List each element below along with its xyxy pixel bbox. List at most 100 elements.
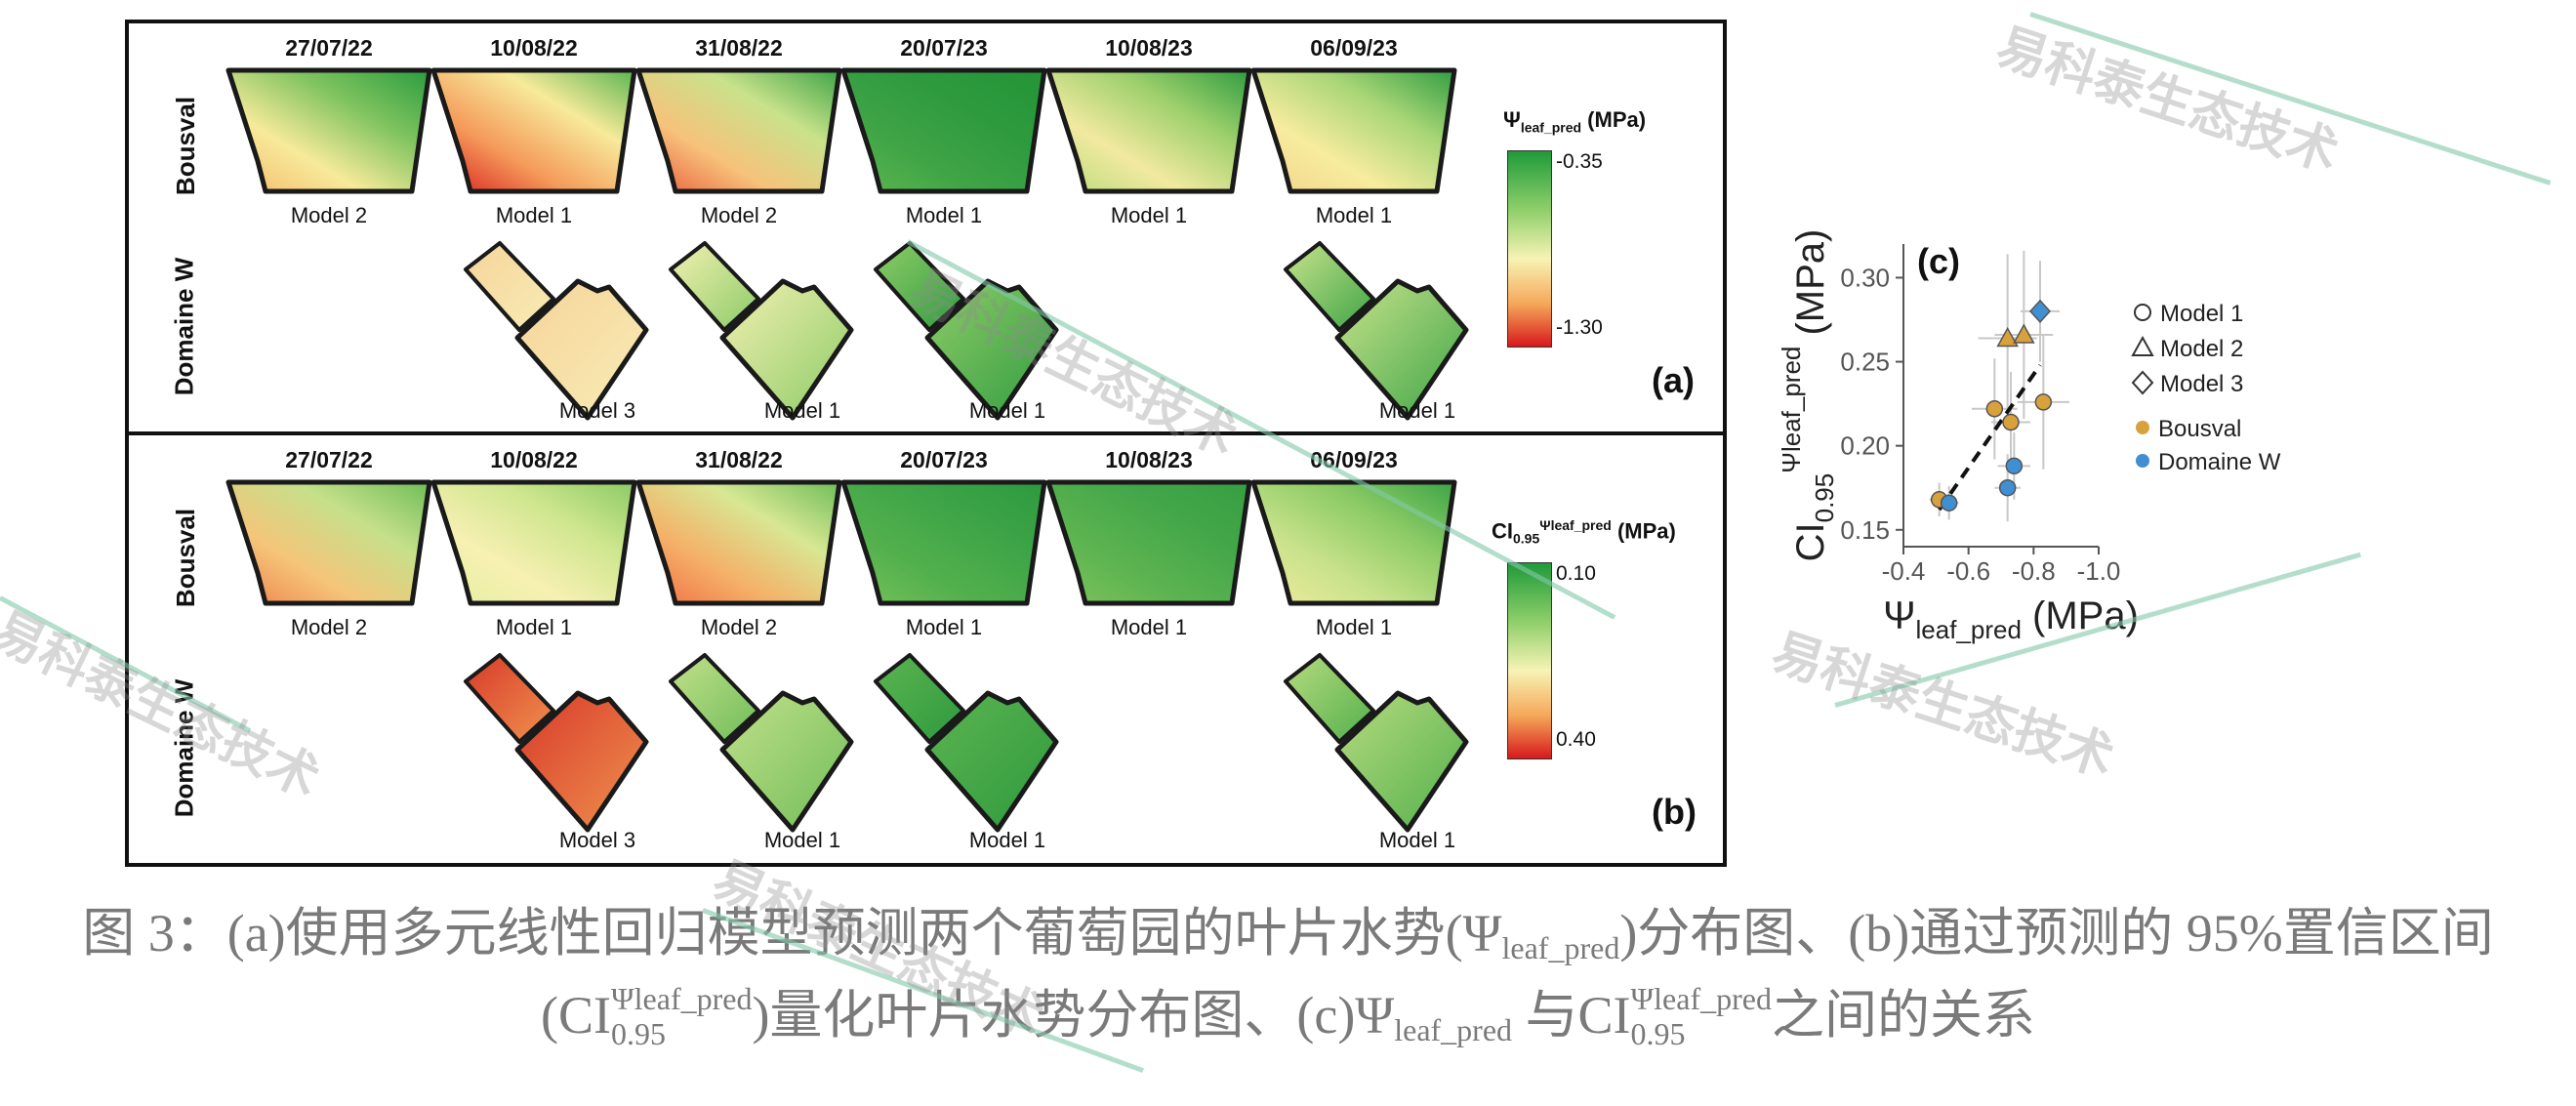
panel-b: Bousval Domaine W (b) CI0.95Ψleaf_pred (… xyxy=(125,431,1727,867)
domaine-w-model-label: Model 1 xyxy=(763,398,841,423)
scatter-chart: -0.4-0.6-0.8-1.00.150.200.250.30(c)Ψleaf… xyxy=(1777,229,2281,644)
y-tick-label: 0.20 xyxy=(1840,431,1890,461)
panel-label-b: (b) xyxy=(1652,792,1697,832)
bousval-field xyxy=(840,67,1047,194)
data-point xyxy=(1998,478,2017,497)
legend-site-marker xyxy=(2136,421,2149,434)
bousval-field xyxy=(1250,479,1457,606)
colorbar-b-top: 0.10 xyxy=(1556,562,1596,585)
x-tick-label: -0.4 xyxy=(1882,556,1926,586)
date-label: 10/08/22 xyxy=(490,447,578,472)
panel-label-c: (c) xyxy=(1917,241,1960,281)
domaine-w-model-label: Model 1 xyxy=(1378,828,1456,852)
domaine-w-map xyxy=(464,241,649,421)
x-tick-label: -0.8 xyxy=(2012,556,2056,586)
caption-line-1: 图 3：(a)使用多元线性回归模型预测两个葡萄园的叶片水势(Ψleaf_pred… xyxy=(82,904,2494,965)
data-point xyxy=(1985,400,2004,418)
domaine-w-map xyxy=(874,241,1059,421)
data-point xyxy=(2002,413,2020,431)
colorbar-a-top: -0.35 xyxy=(1556,150,1603,173)
legend-shape-marker xyxy=(2134,304,2151,321)
date-label: 10/08/23 xyxy=(1105,35,1193,61)
bousval-map xyxy=(1045,67,1252,194)
domaine-w-field-large xyxy=(924,690,1059,833)
bousval-field xyxy=(225,67,432,194)
bousval-model-label: Model 2 xyxy=(290,615,368,639)
date-label: 27/07/22 xyxy=(285,35,373,61)
domaine-w-field-large xyxy=(1334,278,1469,421)
y-tick-label: 0.15 xyxy=(1840,515,1890,545)
domaine-w-model-label: Model 3 xyxy=(558,828,636,852)
domaine-w-model-label: Model 1 xyxy=(968,398,1046,423)
y-tick-label: 0.30 xyxy=(1840,263,1890,292)
bousval-field xyxy=(1045,67,1252,194)
domaine-w-field-small xyxy=(464,653,555,744)
legend-shape-marker xyxy=(2131,370,2154,395)
bousval-model-label: Model 2 xyxy=(700,615,778,639)
site-label-bousval: Bousval xyxy=(171,508,201,608)
domaine-w-field-small xyxy=(1284,241,1375,332)
domaine-w-field-large xyxy=(514,278,649,421)
domaine-w-field-small xyxy=(669,653,760,744)
site-label-bousval: Bousval xyxy=(171,96,201,196)
legend-site-label: Domaine W xyxy=(2158,449,2281,475)
colorbar-title-b: CI0.95Ψleaf_pred (MPa) xyxy=(1492,517,1676,547)
bousval-model-label: Model 1 xyxy=(495,615,573,639)
colorbar-b-bottom: 0.40 xyxy=(1556,728,1596,751)
domaine-w-model-label: Model 3 xyxy=(558,398,636,423)
legend-shape-marker xyxy=(2131,335,2154,356)
legend-shape-label: Model 1 xyxy=(2160,301,2243,327)
bousval-model-label: Model 1 xyxy=(495,203,573,227)
bousval-model-label: Model 2 xyxy=(700,203,778,227)
trend-line xyxy=(1938,363,2042,512)
domaine-w-map xyxy=(669,653,854,833)
domaine-w-model-label: Model 1 xyxy=(763,828,841,852)
date-label: 10/08/23 xyxy=(1105,447,1193,472)
legend-site-label: Bousval xyxy=(2158,416,2241,442)
data-point xyxy=(2005,457,2024,475)
bousval-map xyxy=(840,479,1047,606)
data-point xyxy=(2028,299,2052,324)
bousval-field xyxy=(1045,479,1252,606)
bousval-field xyxy=(840,479,1047,606)
bousval-field xyxy=(225,479,432,606)
bousval-model-label: Model 1 xyxy=(1110,615,1188,639)
x-tick-label: -0.6 xyxy=(1946,556,1990,586)
domaine-w-map xyxy=(1284,241,1469,421)
bousval-map xyxy=(430,67,637,194)
domaine-w-model-label: Model 1 xyxy=(968,828,1046,852)
bousval-field xyxy=(635,67,842,194)
bousval-model-label: Model 1 xyxy=(1110,203,1188,227)
domaine-w-map xyxy=(1284,653,1469,833)
bousval-model-label: Model 2 xyxy=(290,203,368,227)
date-label: 20/07/23 xyxy=(900,35,988,61)
x-tick-label: -1.0 xyxy=(2077,556,2121,586)
domaine-w-map xyxy=(669,241,854,421)
bousval-map xyxy=(430,479,637,606)
bousval-field xyxy=(430,67,637,194)
domaine-w-field-small xyxy=(1284,653,1375,744)
domaine-w-field-small xyxy=(874,241,965,332)
bousval-map xyxy=(635,479,842,606)
data-point xyxy=(2013,323,2035,344)
colorbar-a-bottom: -1.30 xyxy=(1556,316,1603,339)
colorbar-a xyxy=(1507,150,1552,348)
domaine-w-model-label: Model 1 xyxy=(1378,398,1456,423)
watermark-cn: 易科泰生态技术 xyxy=(1988,17,2346,184)
date-label: 06/09/23 xyxy=(1310,447,1398,472)
date-label: 27/07/22 xyxy=(285,447,373,472)
data-point xyxy=(1940,494,1958,512)
legend-shape-label: Model 2 xyxy=(2160,336,2243,362)
figure-caption: 图 3：(a)使用多元线性回归模型预测两个葡萄园的叶片水势(Ψleaf_pred… xyxy=(0,893,2576,1056)
bousval-map xyxy=(225,67,432,194)
data-point xyxy=(2034,393,2053,411)
bousval-model-label: Model 1 xyxy=(905,203,983,227)
panel-a: Bousval Domaine W (a) Ψleaf_pred (MPa) -… xyxy=(125,20,1727,435)
domaine-w-field-large xyxy=(719,690,854,833)
y-axis-label: CI0.95Ψleaf_pred (MPa) xyxy=(1777,229,1839,562)
bousval-model-label: Model 1 xyxy=(1315,203,1393,227)
domaine-w-field-small xyxy=(669,241,760,332)
bousval-model-label: Model 1 xyxy=(1315,615,1393,639)
date-label: 31/08/22 xyxy=(695,447,783,472)
